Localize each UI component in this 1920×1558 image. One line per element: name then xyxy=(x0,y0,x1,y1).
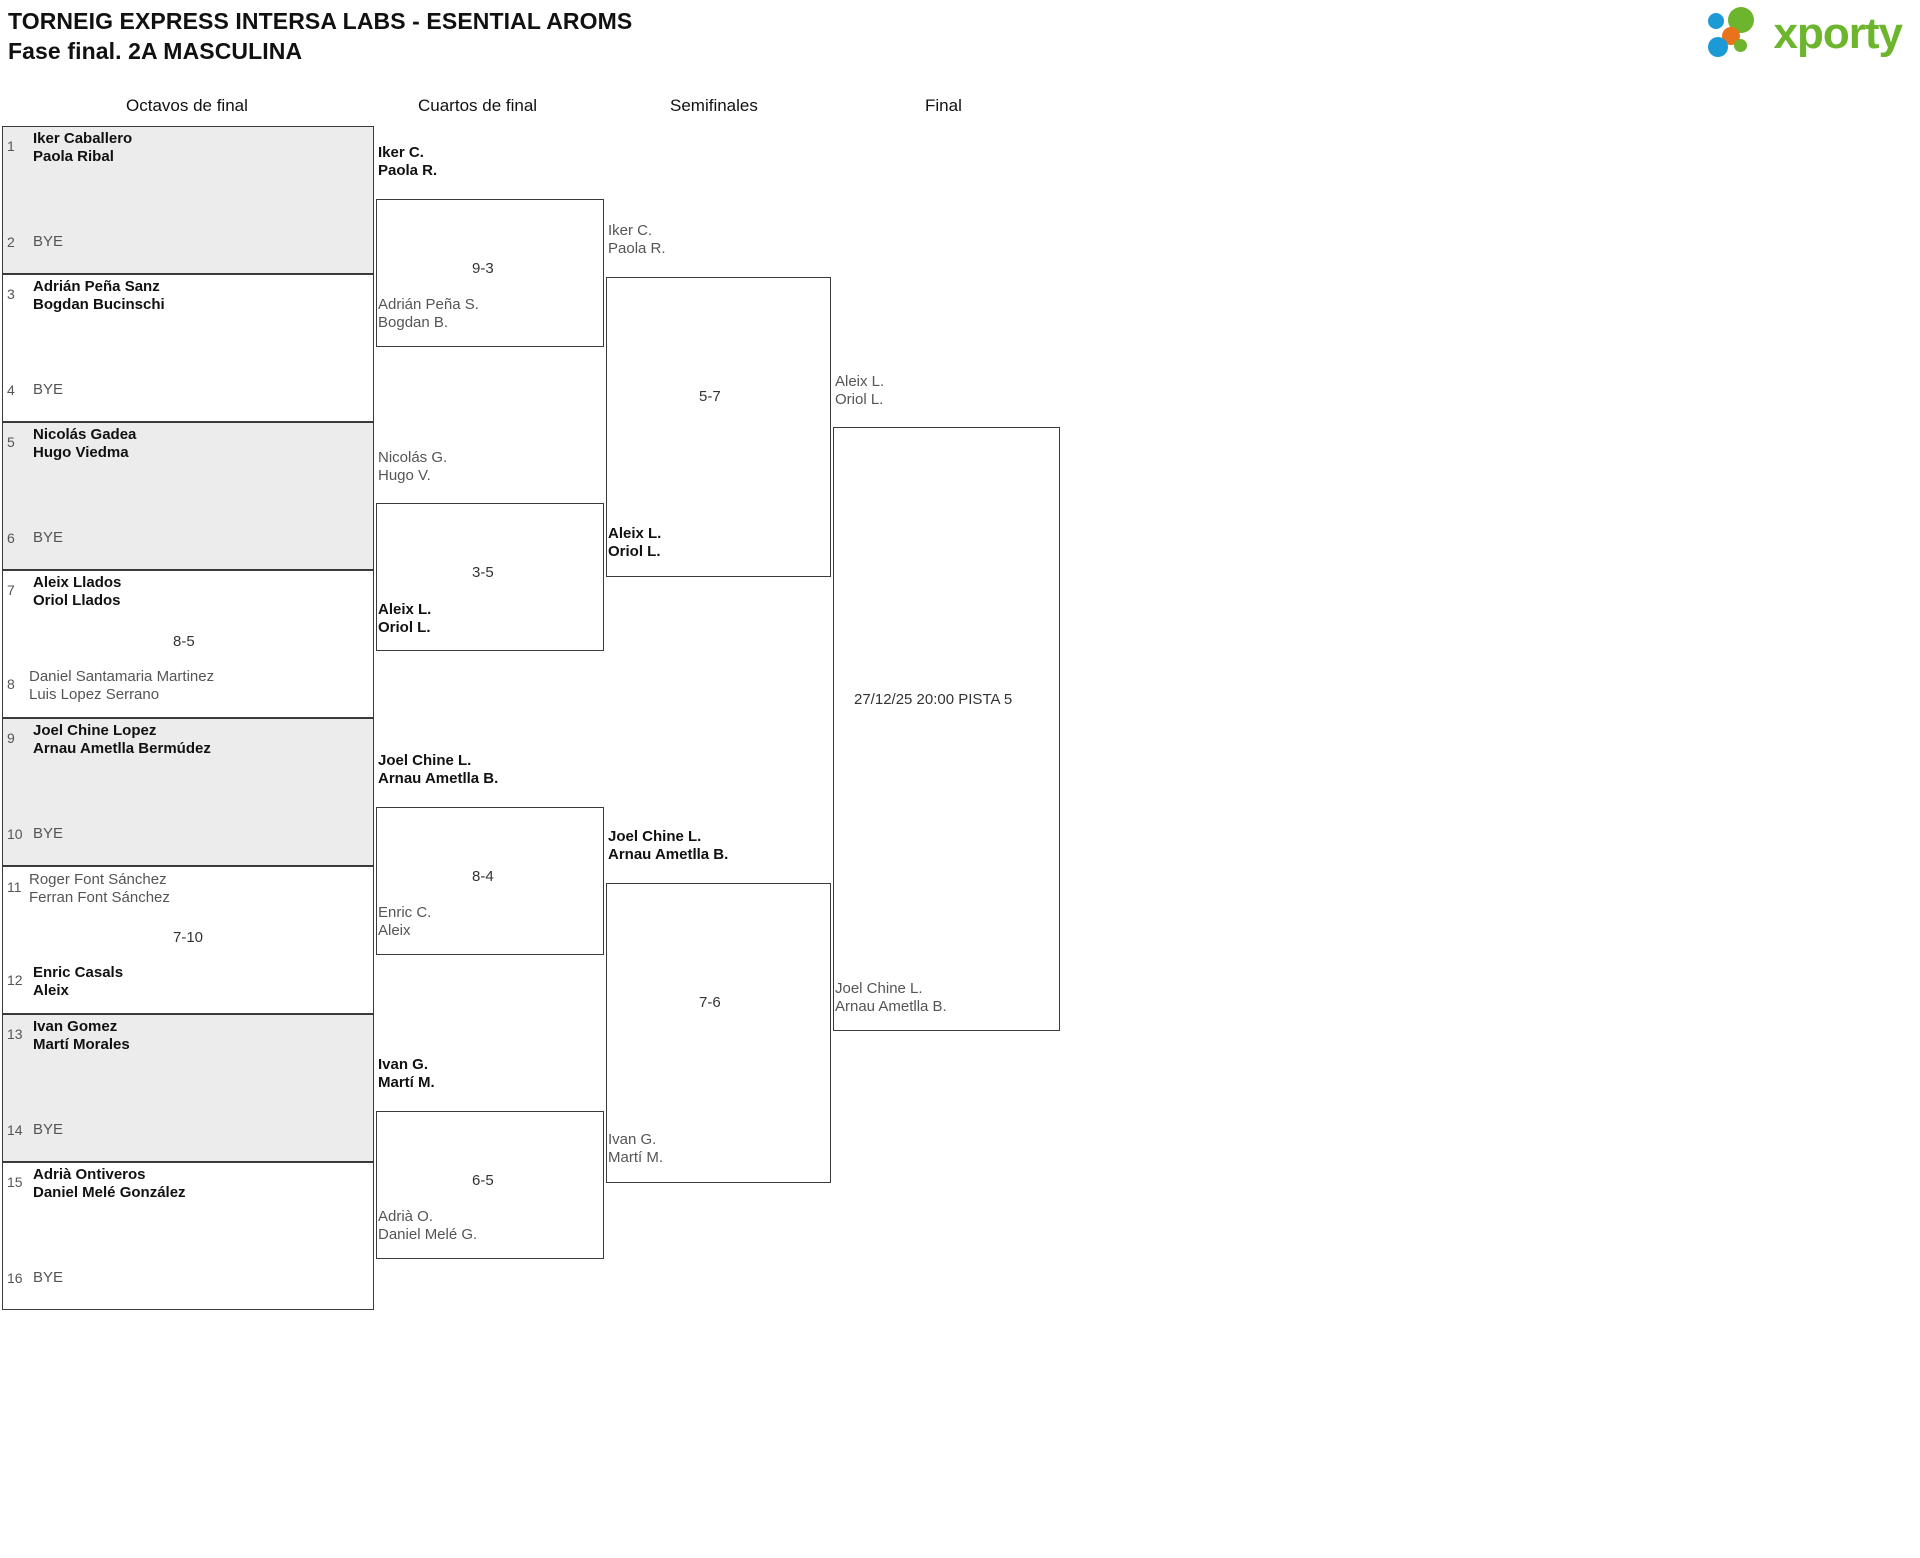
tournament-phase: Fase final. 2A MASCULINA xyxy=(8,38,303,64)
r16-player-names: BYE xyxy=(33,233,64,250)
qf-player-names: Adrián Peña S.Bogdan B. xyxy=(378,296,479,331)
xporty-logo: xporty xyxy=(1707,4,1903,64)
logo-dots-icon xyxy=(1707,7,1770,61)
seed-number: 16 xyxy=(7,1270,23,1286)
seed-number: 2 xyxy=(7,234,15,250)
final-match[interactable]: 27/12/25 20:00 PISTA 5 xyxy=(833,427,1060,1031)
seed-number: 14 xyxy=(7,1122,23,1138)
qf-player-names: Joel Chine L.Arnau Ametlla B. xyxy=(378,752,499,787)
qf-player-names: Ivan G.Martí M. xyxy=(378,1056,435,1091)
logo-wordmark: xporty xyxy=(1773,9,1903,58)
sf-match-1[interactable]: 5-7 xyxy=(606,277,831,577)
qf-score: 9-3 xyxy=(472,260,494,277)
sf-player-names: Joel Chine L.Arnau Ametlla B. xyxy=(608,828,729,863)
seed-number: 7 xyxy=(7,582,15,598)
seed-number: 10 xyxy=(7,826,23,842)
r16-player-names: BYE xyxy=(33,1121,64,1138)
qf-match-1[interactable]: 9-3 xyxy=(376,199,604,347)
seed-number: 11 xyxy=(7,879,22,895)
r16-player-names: BYE xyxy=(33,529,64,546)
seed-number: 3 xyxy=(7,286,15,302)
seed-number: 15 xyxy=(7,1174,23,1190)
r16-score: 8-5 xyxy=(173,633,195,650)
qf-match-4[interactable]: 6-5 xyxy=(376,1111,604,1259)
seed-number: 12 xyxy=(7,972,23,988)
r16-player-names: BYE xyxy=(33,825,64,842)
final-player-names: Joel Chine L.Arnau Ametlla B. xyxy=(835,980,947,1015)
qf-player-names: Adrià O.Daniel Melé G. xyxy=(378,1208,478,1243)
sf-player-names: Ivan G.Martí M. xyxy=(608,1131,663,1166)
final-datetime: 27/12/25 20:00 PISTA 5 xyxy=(854,691,1013,708)
r16-player-names: BYE xyxy=(33,381,64,398)
round-header-sf: Semifinales xyxy=(670,96,758,115)
qf-match-2[interactable]: 3-5 xyxy=(376,503,604,651)
round-header-qf: Cuartos de final xyxy=(418,96,538,115)
qf-score: 8-4 xyxy=(472,868,494,885)
qf-player-names: Nicolás G.Hugo V. xyxy=(378,449,448,484)
seed-number: 8 xyxy=(7,676,15,692)
sf-player-names: Aleix L.Oriol L. xyxy=(608,525,662,560)
seed-number: 6 xyxy=(7,530,15,546)
seed-number: 9 xyxy=(7,730,15,746)
round-header-final: Final xyxy=(925,96,962,115)
qf-score: 6-5 xyxy=(472,1172,494,1189)
qf-match-3[interactable]: 8-4 xyxy=(376,807,604,955)
sf-score: 5-7 xyxy=(699,388,721,405)
page-title: TORNEIG EXPRESS INTERSA LABS - ESENTIAL … xyxy=(8,6,632,66)
qf-player-names: Enric C.Aleix xyxy=(378,904,432,939)
qf-player-names: Aleix L.Oriol L. xyxy=(378,601,432,636)
qf-score: 3-5 xyxy=(472,564,494,581)
qf-player-names: Iker C.Paola R. xyxy=(378,144,438,179)
seed-number: 13 xyxy=(7,1026,23,1042)
sf-match-2[interactable]: 7-6 xyxy=(606,883,831,1183)
seed-number: 1 xyxy=(7,138,15,154)
round-header-r16: Octavos de final xyxy=(126,96,248,115)
r16-player-names: BYE xyxy=(33,1269,64,1286)
final-player-names: Aleix L.Oriol L. xyxy=(835,373,885,408)
tournament-name: TORNEIG EXPRESS INTERSA LABS - ESENTIAL … xyxy=(8,8,633,34)
sf-player-names: Iker C.Paola R. xyxy=(608,222,666,257)
seed-number: 4 xyxy=(7,382,15,398)
r16-score: 7-10 xyxy=(173,929,204,946)
sf-score: 7-6 xyxy=(699,994,721,1011)
seed-number: 5 xyxy=(7,434,15,450)
